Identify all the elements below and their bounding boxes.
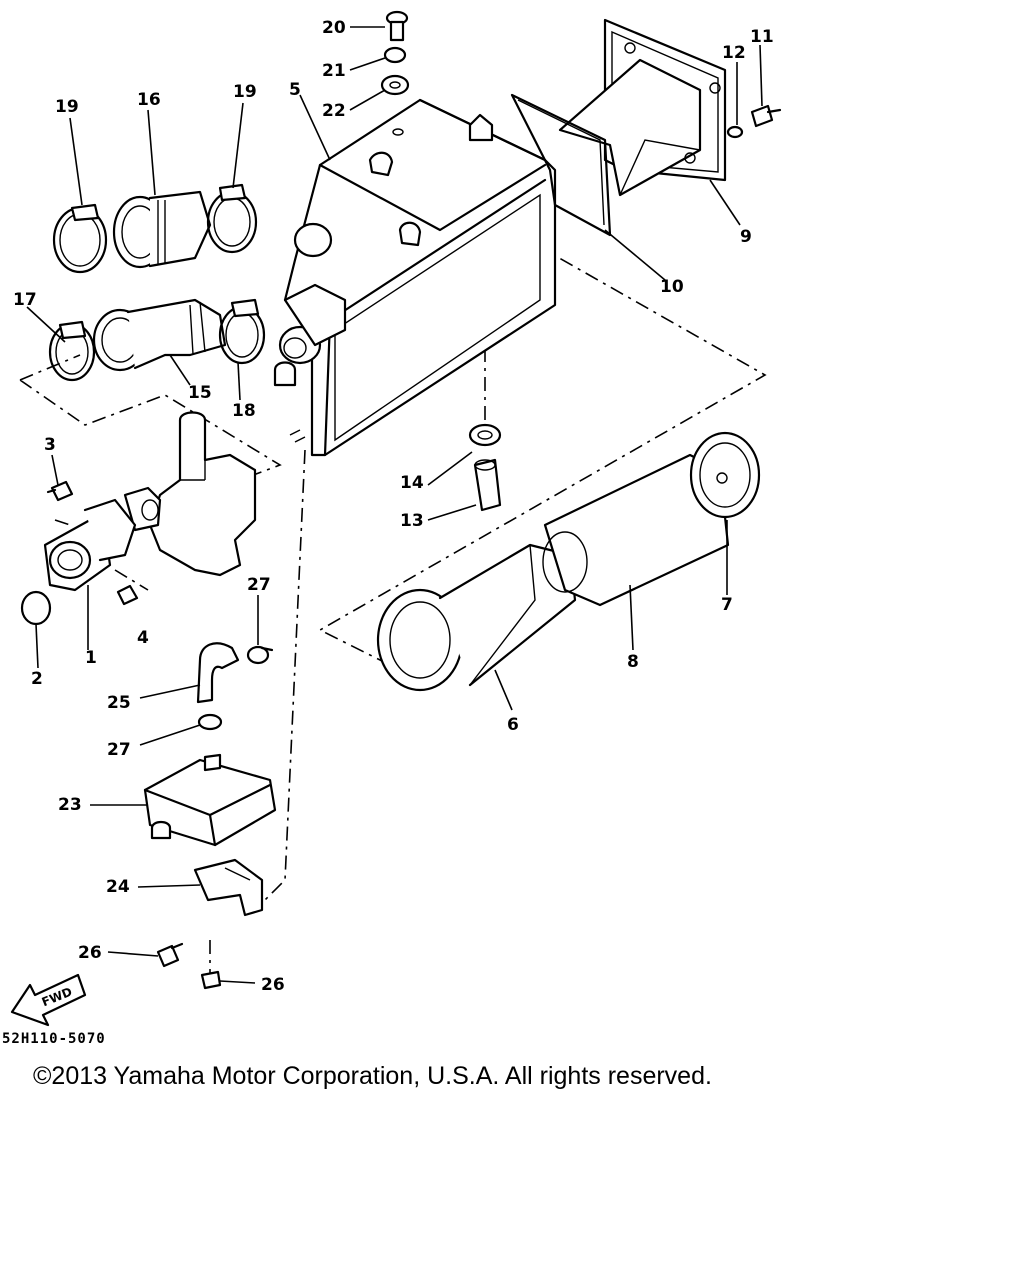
carburetor [123, 411, 257, 577]
part-label-7: 7 [721, 595, 733, 615]
part-label-14: 14 [400, 473, 424, 493]
part-label-8: 8 [627, 652, 639, 672]
part-label-6: 6 [507, 715, 519, 735]
part-labels: 20 21 22 5 19 16 19 12 11 9 10 17 15 18 … [13, 18, 774, 995]
parts-diagram: FWD 20 21 22 5 [10, 10, 782, 1027]
o-ring [20, 590, 52, 626]
bracket-screw-bottom [200, 970, 222, 990]
part-label-17: 17 [13, 290, 37, 310]
breather-tank [143, 753, 277, 847]
part-label-19-left: 19 [55, 97, 79, 117]
drain-tube [473, 458, 502, 512]
tank-bracket [193, 858, 264, 917]
part-label-18: 18 [232, 401, 256, 421]
lower-clamp-right [218, 298, 266, 365]
filter-end-plate [689, 431, 761, 519]
top-nut [383, 46, 407, 64]
hose-clamp-upper [246, 645, 274, 665]
diagram-code: 52H110-5070 [2, 1031, 106, 1047]
part-label-26-right: 26 [261, 975, 285, 995]
cover-gasket [510, 93, 612, 237]
breather-hose [196, 642, 240, 704]
part-label-4: 4 [137, 628, 149, 648]
part-label-12: 12 [722, 43, 746, 63]
part-label-5: 5 [289, 80, 301, 100]
air-joint-upper [112, 190, 212, 269]
leader-lines [26, 26, 763, 984]
cover-washer [726, 125, 744, 139]
part-label-15: 15 [188, 383, 212, 403]
part-label-24: 24 [106, 877, 130, 897]
manifold-bolt-upper [46, 480, 74, 502]
part-label-21: 21 [322, 61, 346, 81]
part-label-22: 22 [322, 101, 346, 121]
air-box-cover [558, 18, 727, 197]
top-bolt [385, 10, 409, 42]
air-joint-lower [92, 298, 227, 372]
drain-clamp [468, 423, 502, 447]
part-label-3: 3 [44, 435, 56, 455]
lower-clamp-left [48, 320, 96, 382]
part-label-23: 23 [58, 795, 82, 815]
fwd-arrow-icon: FWD [10, 973, 87, 1027]
part-label-20: 20 [322, 18, 346, 38]
upper-clamp-right [206, 183, 258, 254]
upper-clamp-left [52, 203, 108, 274]
part-label-9: 9 [740, 227, 752, 247]
intake-manifold [43, 498, 137, 592]
part-label-19-right: 19 [233, 82, 257, 102]
part-label-26-left: 26 [78, 943, 102, 963]
top-grommet [380, 74, 410, 96]
part-label-11: 11 [750, 27, 774, 47]
copyright-notice: ©2013 Yamaha Motor Corporation, U.S.A. A… [33, 1062, 712, 1090]
part-label-25: 25 [107, 693, 131, 713]
manifold-bolt-lower [116, 584, 139, 606]
part-label-1: 1 [85, 648, 97, 668]
part-label-27-upper: 27 [247, 575, 271, 595]
part-label-2: 2 [31, 669, 43, 689]
cover-screw [750, 104, 782, 128]
part-label-10: 10 [660, 277, 684, 297]
assembly-reference-lines [19, 229, 767, 975]
air-box-case [273, 98, 557, 457]
part-label-27-lower: 27 [107, 740, 131, 760]
hose-clamp-lower [197, 713, 223, 731]
part-label-16: 16 [137, 90, 161, 110]
filter-guide [376, 543, 577, 692]
filter-element [542, 453, 730, 607]
part-label-13: 13 [400, 511, 424, 531]
bracket-screw-left [156, 942, 184, 968]
